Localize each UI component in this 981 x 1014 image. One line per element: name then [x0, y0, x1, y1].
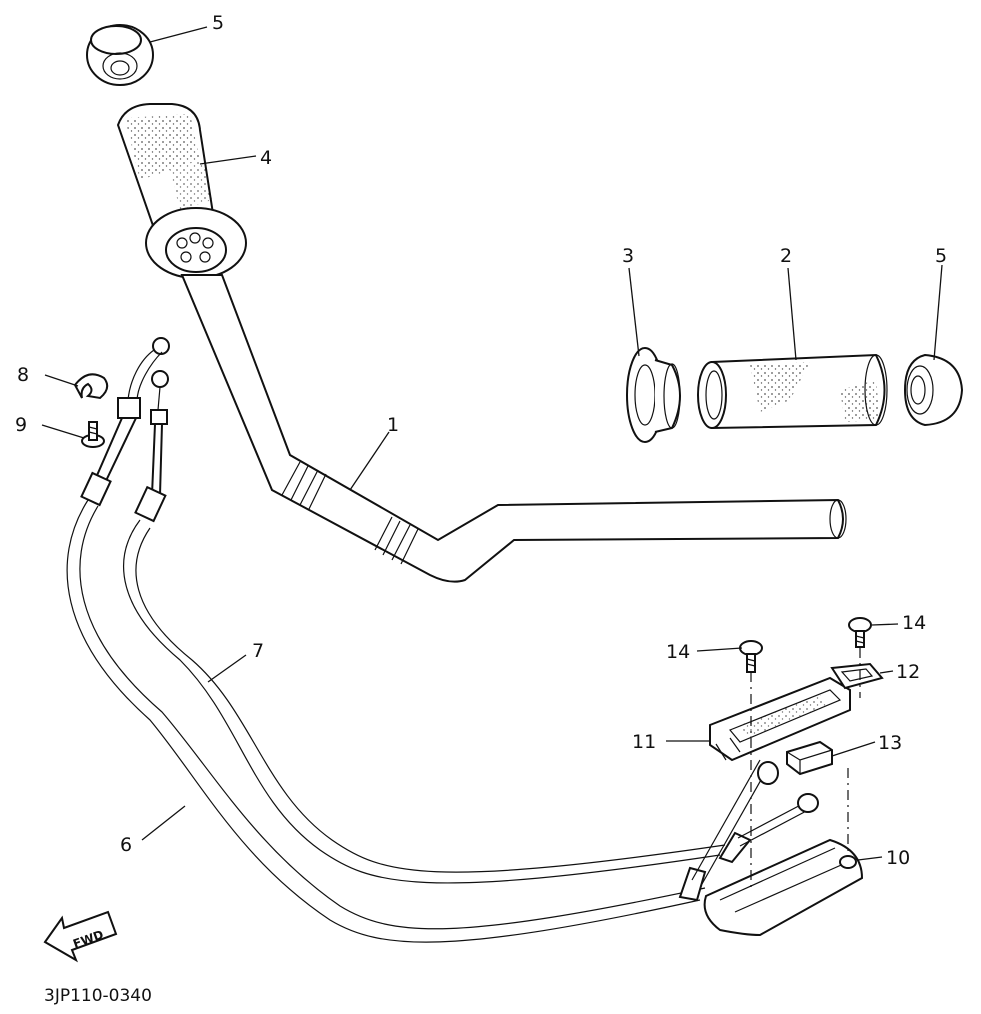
screw-14-left	[739, 640, 763, 673]
grip-right-2	[697, 353, 888, 430]
callout-8: 8	[17, 364, 29, 386]
leader-lines	[41, 26, 943, 861]
housing-cover-11	[709, 676, 851, 762]
callout-5-right: 5	[935, 245, 947, 267]
diagram-code: 3JP110-0340	[44, 986, 152, 1006]
callout-13: 13	[878, 732, 902, 754]
screw-14-right	[848, 617, 872, 648]
joint-block-13	[786, 740, 833, 776]
callout-6: 6	[120, 834, 132, 856]
callout-11: 11	[632, 731, 656, 753]
callout-10: 10	[886, 847, 910, 869]
throttle-collar-3	[626, 347, 681, 443]
callout-5-top: 5	[212, 12, 224, 34]
callout-4: 4	[260, 147, 272, 169]
callout-3: 3	[622, 245, 634, 267]
cable-housing-10	[703, 838, 864, 937]
throttle-cable-7	[123, 370, 819, 884]
forward-direction-arrow: FWD	[43, 910, 118, 963]
handlebar	[180, 274, 847, 583]
callout-9: 9	[15, 414, 27, 436]
grip-end-cap-left	[86, 24, 154, 86]
grip-end-cap-right	[903, 353, 964, 427]
callout-2: 2	[780, 245, 792, 267]
screw-9	[81, 421, 105, 448]
callout-7: 7	[252, 640, 264, 662]
gasket-12	[830, 662, 884, 690]
cable-clip-8	[73, 373, 109, 400]
throttle-cable-6	[66, 337, 779, 943]
callout-12: 12	[896, 661, 920, 683]
callout-14-left: 14	[666, 641, 690, 663]
callout-14-right: 14	[902, 612, 926, 634]
callout-1: 1	[387, 414, 399, 436]
grip-left	[116, 103, 247, 279]
